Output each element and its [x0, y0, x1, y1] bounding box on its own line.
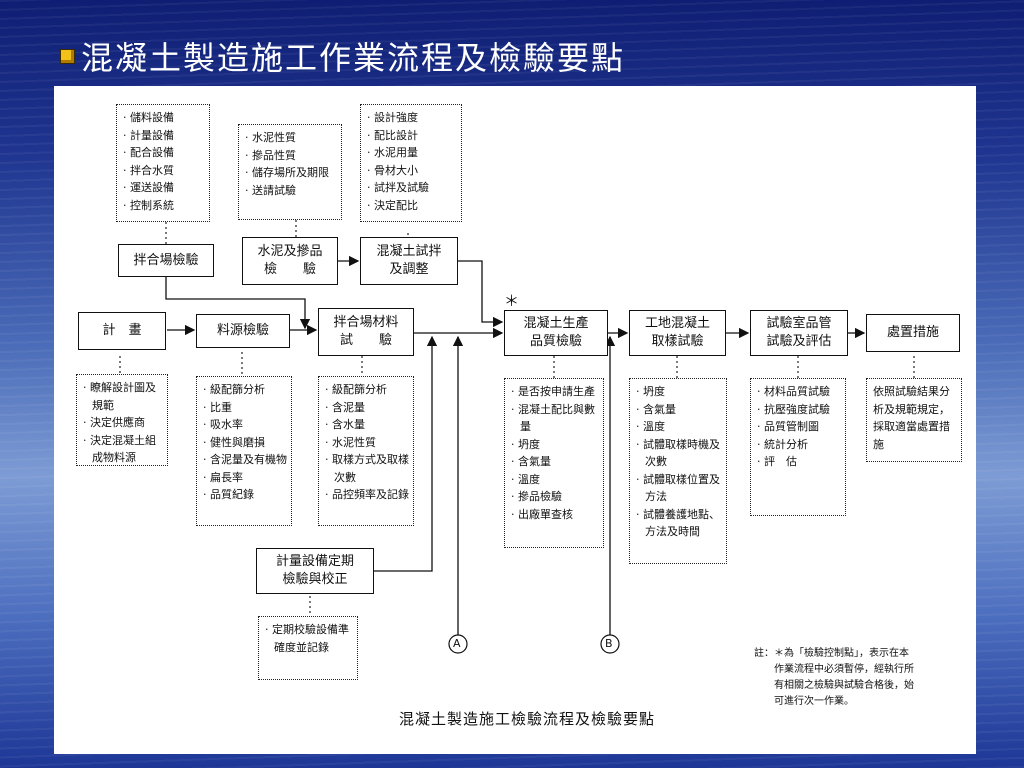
footnote-line: 作業流程中必須暫停，經執行所 — [774, 664, 914, 675]
note-item: 評 估 — [757, 453, 841, 471]
note-item: 摻品性質 — [245, 147, 337, 165]
note-scale-calibration: 定期校驗設備準確度並記錄 — [258, 616, 358, 680]
connector-a-label: A — [453, 637, 461, 650]
note-item: 骨材大小 — [367, 162, 457, 180]
note-item: 品控頻率及記錄 — [325, 486, 409, 504]
slide-title: 混凝土製造施工作業流程及檢驗要點 — [60, 36, 626, 77]
note-item: 拌合水質 — [123, 162, 205, 180]
note-item: 混凝土配比與數量 — [511, 401, 599, 436]
note-item: 水泥用量 — [367, 144, 457, 162]
box-plan: 計 畫 — [78, 312, 166, 350]
connector-lines — [119, 220, 915, 654]
note-item: 試體取樣時機及次數 — [636, 436, 722, 471]
note-item: 含泥量 — [325, 399, 409, 417]
note-item: 定期校驗設備準確度並記錄 — [265, 621, 353, 656]
note-item: 是否按申請生產 — [511, 383, 599, 401]
note-item: 瞭解設計圖及規範 — [83, 379, 163, 414]
note-item: 送請試驗 — [245, 182, 337, 200]
note-item: 取樣方式及取樣次數 — [325, 451, 409, 486]
note-trial-mix: 設計強度 配比設計 水泥用量 骨材大小 試拌及試驗 決定配比 — [360, 104, 462, 222]
note-item: 決定混凝土組成物料源 — [83, 432, 163, 467]
note-item: 控制系統 — [123, 197, 205, 215]
note-item: 含泥量及有機物 — [203, 451, 287, 469]
note-item: 決定配比 — [367, 197, 457, 215]
note-item: 級配篩分析 — [203, 381, 287, 399]
note-item: 儲料設備 — [123, 109, 205, 127]
box-plant-material-test: 拌合場材料 試 驗 — [318, 308, 414, 356]
note-item: 水泥性質 — [245, 129, 337, 147]
note-item: 試體取樣位置及方法 — [636, 471, 722, 506]
note-item: 吸水率 — [203, 416, 287, 434]
box-plant-check: 拌合場檢驗 — [118, 244, 214, 277]
note-item: 品質管制圖 — [757, 418, 841, 436]
note-item: 比重 — [203, 399, 287, 417]
box-lab-qc: 試驗室品管 試驗及評估 — [750, 310, 848, 356]
note-item: 級配篩分析 — [325, 381, 409, 399]
note-item: 坍度 — [636, 383, 722, 401]
note-item: 溫度 — [511, 471, 599, 489]
note-item: 含氣量 — [511, 453, 599, 471]
note-item: 試體養護地點、方法及時間 — [636, 506, 722, 541]
footnote-line: 有相關之檢驗與試驗合格後，始 — [774, 680, 914, 691]
note-item: 含水量 — [325, 416, 409, 434]
note-item: 抗壓強度試驗 — [757, 401, 841, 419]
note-plant-material-test: 級配篩分析 含泥量 含水量 水泥性質 取樣方式及取樣次數 品控頻率及記錄 — [318, 376, 414, 526]
note-site-sampling: 坍度 含氣量 溫度 試體取樣時機及次數 試體取樣位置及方法 試體養護地點、方法及… — [629, 378, 727, 564]
footnote: 註：＊為「檢驗控制點」，表示在本 作業流程中必須暫停，經執行所 有相關之檢驗與試… — [754, 646, 964, 710]
note-item: 水泥性質 — [325, 434, 409, 452]
note-item: 決定供應商 — [83, 414, 163, 432]
square-bullet-icon — [60, 48, 75, 64]
note-plan: 瞭解設計圖及規範 決定供應商 決定混凝土組成物料源 — [76, 374, 168, 466]
note-item: 配比設計 — [367, 127, 457, 145]
note-item: 設計強度 — [367, 109, 457, 127]
note-plant-check: 儲料設備 計量設備 配合設備 拌合水質 運送設備 控制系統 — [116, 104, 210, 222]
note-item: 溫度 — [636, 418, 722, 436]
note-item: 儲存場所及期限 — [245, 164, 337, 182]
box-concrete-quality: 混凝土生產 品質檢驗 — [504, 310, 608, 356]
note-item: 品質紀錄 — [203, 486, 287, 504]
box-trial-mix: 混凝土試拌 及調整 — [360, 237, 458, 285]
note-source-check: 級配篩分析 比重 吸水率 健性與磨損 含泥量及有機物 扁長率 品質紀錄 — [196, 376, 292, 526]
note-item: 健性與磨損 — [203, 434, 287, 452]
note-item: 含氣量 — [636, 401, 722, 419]
diagram-caption: 混凝土製造施工檢驗流程及檢驗要點 — [399, 710, 656, 728]
footnote-line: 註：＊為「檢驗控制點」，表示在本 — [754, 648, 909, 659]
note-item: 材料品質試驗 — [757, 383, 841, 401]
box-scale-calibration: 計量設備定期 檢驗與校正 — [256, 548, 374, 594]
note-cement-admix: 水泥性質 摻品性質 儲存場所及期限 送請試驗 — [238, 124, 342, 220]
note-item: 運送設備 — [123, 179, 205, 197]
diagram-panel: 儲料設備 計量設備 配合設備 拌合水質 運送設備 控制系統 水泥性質 摻品性質 … — [54, 86, 976, 754]
note-item: 計量設備 — [123, 127, 205, 145]
footnote-line: 可進行次一作業。 — [774, 696, 854, 707]
note-item: 出廠單查核 — [511, 506, 599, 524]
slide-title-text: 混凝土製造施工作業流程及檢驗要點 — [81, 39, 626, 77]
note-item: 試拌及試驗 — [367, 179, 457, 197]
note-item: 扁長率 — [203, 469, 287, 487]
note-item: 摻品檢驗 — [511, 488, 599, 506]
box-cement-admix: 水泥及摻品 檢 驗 — [242, 237, 338, 285]
note-lab-qc: 材料品質試驗 抗壓強度試驗 品質管制圖 統計分析 評 估 — [750, 378, 846, 516]
box-site-sampling: 工地混凝土 取樣試驗 — [629, 310, 726, 356]
note-item: 配合設備 — [123, 144, 205, 162]
asterisk-marker: ＊ — [504, 292, 520, 310]
note-item: 統計分析 — [757, 436, 841, 454]
note-item: 坍度 — [511, 436, 599, 454]
box-treatment: 處置措施 — [866, 314, 960, 352]
box-source-check: 料源檢驗 — [196, 314, 290, 348]
connector-b-label: B — [605, 637, 613, 650]
note-treatment: 依照試驗結果分析及規範規定，採取適當處置措施 — [866, 378, 962, 462]
note-concrete-quality: 是否按申請生產 混凝土配比與數量 坍度 含氣量 溫度 摻品檢驗 出廠單查核 — [504, 378, 604, 548]
